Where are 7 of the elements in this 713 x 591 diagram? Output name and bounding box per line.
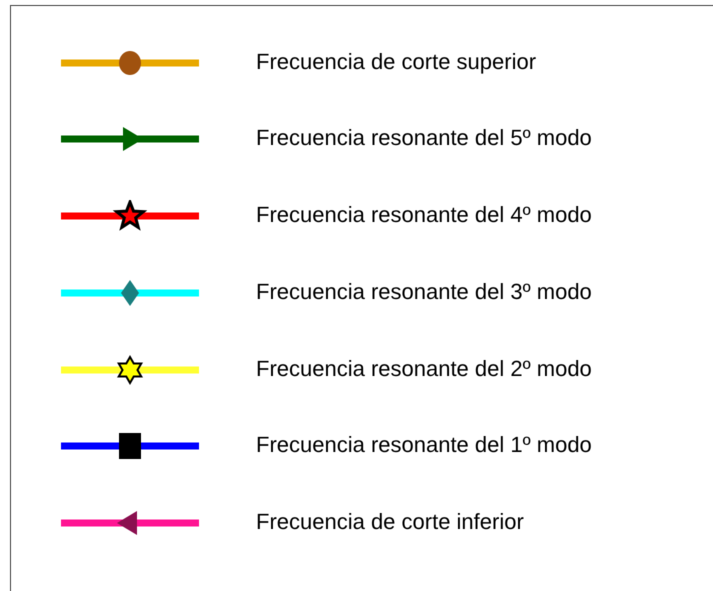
legend-label: Frecuencia de corte superior: [256, 49, 536, 75]
legend-label: Frecuencia resonante del 3º modo: [256, 279, 592, 305]
legend-label: Frecuencia resonante del 5º modo: [256, 125, 592, 151]
legend-label: Frecuencia de corte inferior: [256, 509, 524, 535]
legend-label: Frecuencia resonante del 4º modo: [256, 202, 592, 228]
legend-label: Frecuencia resonante del 1º modo: [256, 432, 592, 458]
legend-label: Frecuencia resonante del 2º modo: [256, 356, 592, 382]
